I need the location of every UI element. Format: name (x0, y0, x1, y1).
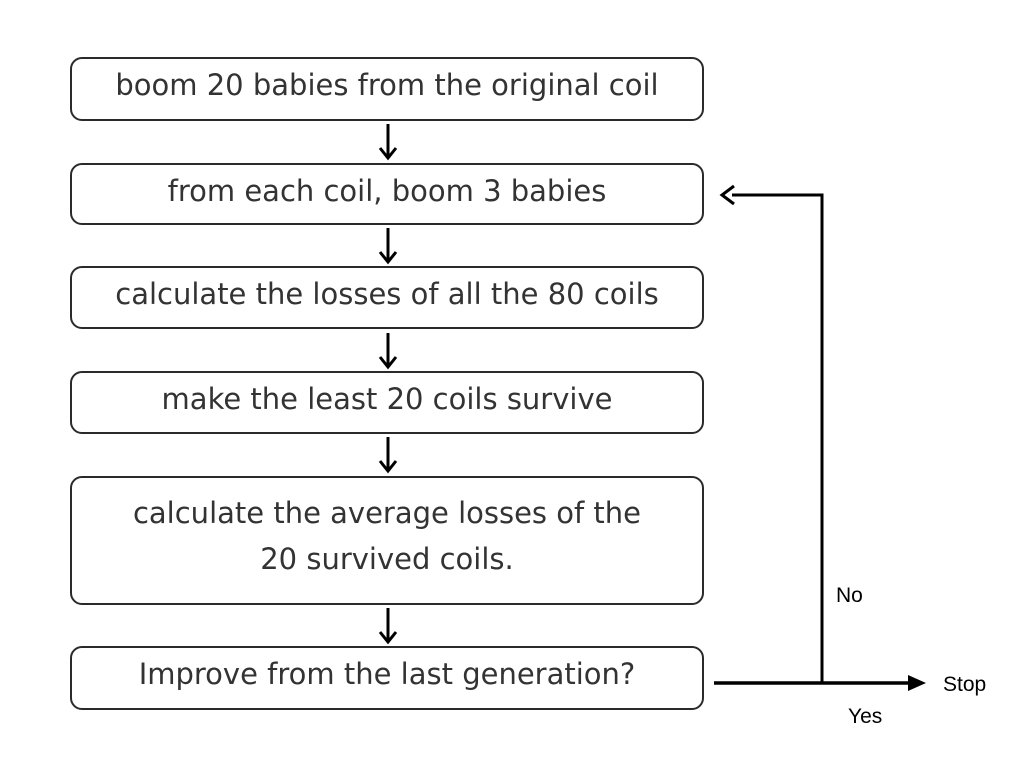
step-label-line-2: 20 survived coils. (260, 542, 514, 576)
label-no: No (836, 584, 863, 607)
label-yes: Yes (848, 705, 883, 728)
step-average-losses: calculate the average losses of the 20 s… (70, 476, 704, 605)
step-least-20-survive: make the least 20 coils survive (70, 371, 704, 434)
step-label: calculate the losses of all the 80 coils (115, 277, 659, 311)
arrow-step3-to-step4 (378, 333, 398, 370)
step-label: boom 20 babies from the original coil (115, 68, 659, 102)
step-boom-3-babies: from each coil, boom 3 babies (70, 163, 704, 225)
arrow-step2-to-step3 (378, 228, 398, 265)
step-boom-20-babies: boom 20 babies from the original coil (70, 57, 704, 121)
step-label: from each coil, boom 3 babies (167, 174, 607, 208)
step-label-line-1: calculate the average losses of the (132, 496, 642, 530)
decision-improve: Improve from the last generation? (70, 646, 704, 710)
arrow-step1-to-step2 (378, 124, 398, 161)
arrow-step4-to-step5 (378, 437, 398, 474)
label-stop: Stop (943, 673, 987, 696)
step-label: make the least 20 coils survive (161, 382, 613, 416)
decision-label: Improve from the last generation? (138, 657, 636, 691)
step-calculate-losses: calculate the losses of all the 80 coils (70, 266, 704, 329)
arrow-loop-back-no (719, 184, 824, 683)
arrow-to-stop (714, 675, 926, 691)
arrow-step5-to-step6 (378, 608, 398, 645)
